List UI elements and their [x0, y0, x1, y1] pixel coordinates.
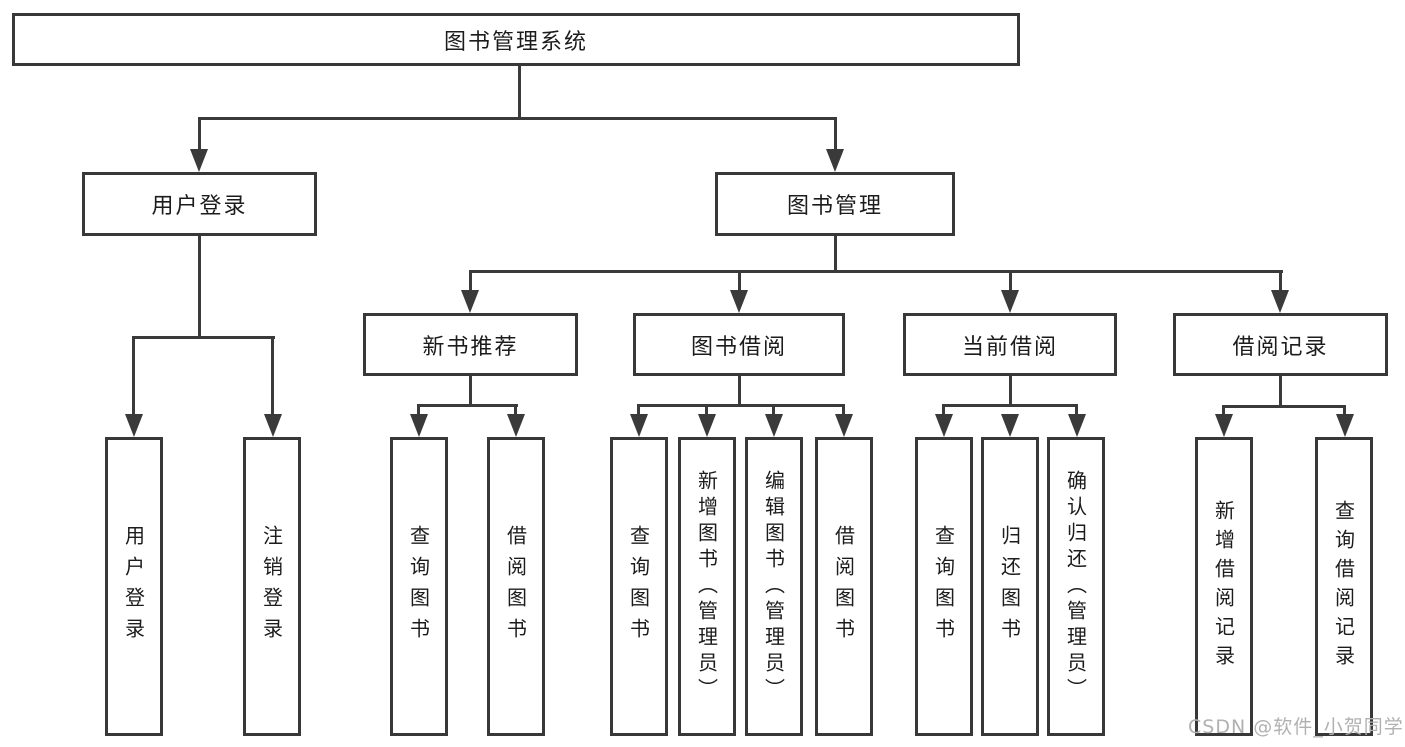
leaf-borrow-books-label: 借阅图书: [831, 524, 856, 649]
arrow-down-icon: [698, 414, 716, 437]
connector-line: [1222, 405, 1225, 415]
leaf-return-books: 归还图书: [981, 437, 1039, 736]
leaf-query-borrow-record: 查询借阅记录: [1315, 437, 1373, 736]
connector-line: [198, 117, 837, 120]
leaf-add-borrow-record: 新增借阅记录: [1195, 437, 1253, 736]
leaf-logout-label: 注销登录: [259, 524, 284, 649]
connector-line: [1343, 405, 1346, 415]
connector-line: [942, 404, 945, 415]
connector-line: [198, 117, 201, 150]
connector-line: [132, 336, 135, 415]
leaf-borrow-books: 借阅图书: [815, 437, 873, 736]
leaf-borrow-query-books: 查询图书: [610, 437, 668, 736]
arrow-down-icon: [765, 414, 783, 437]
node-current-borrow: 当前借阅: [903, 313, 1117, 376]
leaf-query-borrow-record-label: 查询借阅记录: [1331, 499, 1356, 674]
arrow-down-icon: [1001, 414, 1019, 437]
arrow-down-icon: [264, 414, 282, 437]
arrow-down-icon: [125, 414, 143, 437]
arrow-down-icon: [1068, 414, 1086, 437]
arrow-down-icon: [826, 149, 844, 172]
node-current-borrow-label: 当前借阅: [961, 334, 1058, 360]
connector-line: [518, 66, 521, 117]
arrow-down-icon: [461, 290, 479, 313]
leaf-current-query-books: 查询图书: [915, 437, 973, 736]
connector-line: [514, 404, 517, 415]
connector-line: [738, 376, 741, 404]
node-book-management-label: 图书管理: [786, 194, 883, 219]
connector-line: [1009, 376, 1012, 404]
arrow-down-icon: [1001, 290, 1019, 313]
leaf-confirm-return-admin-label: 确认归还（管理员）: [1063, 469, 1088, 704]
arrow-down-icon: [190, 149, 208, 172]
arrow-down-icon: [1271, 290, 1289, 313]
arrow-down-icon: [935, 414, 953, 437]
arrow-down-icon: [730, 290, 748, 313]
leaf-newrec-query-books: 查询图书: [390, 437, 448, 736]
connector-line: [738, 270, 741, 291]
connector-line: [1279, 270, 1282, 291]
connector-line: [1279, 376, 1282, 405]
leaf-edit-books-admin-label: 编辑图书（管理员）: [761, 469, 786, 704]
leaf-user-login-label: 用户登录: [121, 524, 146, 649]
connector-line: [1222, 405, 1346, 408]
connector-line: [1075, 404, 1078, 415]
leaf-return-books-label: 归还图书: [997, 524, 1022, 649]
node-book-management: 图书管理: [715, 172, 955, 236]
node-new-book-recommend: 新书推荐: [363, 313, 578, 376]
connector-line: [469, 270, 472, 291]
node-root-label: 图书管理系统: [443, 29, 588, 55]
leaf-borrow-query-books-label: 查询图书: [626, 524, 651, 649]
leaf-add-books-admin: 新增图书（管理员）: [678, 437, 736, 736]
connector-line: [637, 404, 640, 415]
leaf-newrec-borrow-books: 借阅图书: [487, 437, 545, 736]
leaf-newrec-query-books-label: 查询图书: [406, 524, 431, 649]
connector-line: [417, 404, 518, 407]
node-book-borrow-label: 图书借阅: [690, 334, 787, 360]
arrow-down-icon: [1336, 414, 1354, 437]
connector-line: [417, 404, 420, 415]
node-book-borrow: 图书借阅: [633, 313, 845, 376]
node-borrow-record: 借阅记录: [1173, 313, 1388, 376]
connector-line: [842, 404, 845, 415]
connector-line: [198, 236, 201, 336]
connector-line: [705, 404, 708, 415]
connector-line: [834, 117, 837, 150]
node-user-login-label: 用户登录: [151, 194, 248, 219]
node-root: 图书管理系统: [12, 13, 1020, 66]
connector-line: [834, 236, 837, 270]
arrow-down-icon: [630, 414, 648, 437]
connector-line: [132, 336, 275, 339]
arrow-down-icon: [410, 414, 428, 437]
leaf-user-login: 用户登录: [105, 437, 163, 736]
connector-line: [1009, 270, 1012, 291]
connector-line: [469, 270, 1283, 273]
connector-line: [469, 376, 472, 404]
arrow-down-icon: [835, 414, 853, 437]
leaf-add-borrow-record-label: 新增借阅记录: [1211, 499, 1236, 674]
leaf-edit-books-admin: 编辑图书（管理员）: [745, 437, 803, 736]
leaf-current-query-books-label: 查询图书: [931, 524, 956, 649]
leaf-add-books-admin-label: 新增图书（管理员）: [694, 469, 719, 704]
leaf-confirm-return-admin: 确认归还（管理员）: [1047, 437, 1105, 736]
node-borrow-record-label: 借阅记录: [1232, 334, 1329, 360]
arrow-down-icon: [507, 414, 525, 437]
node-user-login: 用户登录: [82, 172, 317, 236]
arrow-down-icon: [1215, 414, 1233, 437]
node-new-book-recommend-label: 新书推荐: [422, 334, 519, 360]
leaf-logout: 注销登录: [243, 437, 301, 736]
connector-line: [271, 336, 274, 415]
connector-line: [637, 404, 845, 407]
leaf-newrec-borrow-books-label: 借阅图书: [503, 524, 528, 649]
connector-line: [942, 404, 1078, 407]
connector-line: [772, 404, 775, 415]
csdn-watermark: CSDN @软件_小贺同学: [1188, 716, 1404, 738]
